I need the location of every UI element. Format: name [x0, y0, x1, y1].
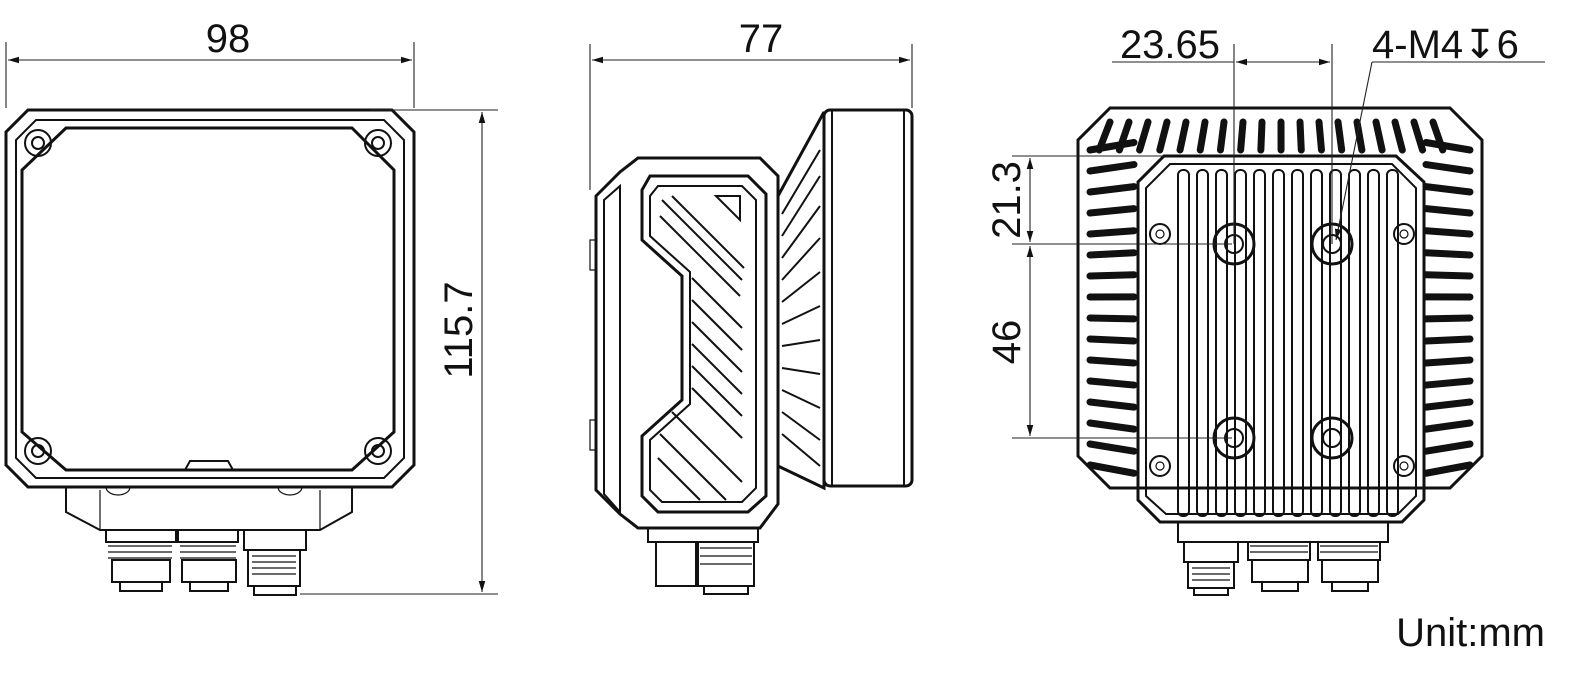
radial-fin-inner [1424, 463, 1472, 476]
radial-fin-inner [1088, 379, 1136, 388]
radial-fin-inner [1218, 120, 1226, 152]
radial-fin-inner [1088, 400, 1136, 410]
front-connector-2 [177, 529, 239, 592]
vertical-spacing-label: 46 [985, 320, 1029, 365]
radial-fin-inner [1424, 162, 1472, 173]
hole-spacing-label: 23.65 [1120, 23, 1220, 67]
radial-fin-inner [1097, 120, 1112, 152]
radial-fin-inner [1088, 140, 1136, 152]
radial-fin-inner [1393, 120, 1405, 152]
radial-fin-inner [1088, 337, 1136, 343]
plate-fin [1310, 169, 1323, 517]
plate-fin [1386, 169, 1399, 517]
unit-label: Unit:mm [1396, 611, 1545, 655]
radial-fin-inner [1088, 358, 1136, 365]
radial-fin-inner [1157, 120, 1169, 152]
side-view: 77 [589, 17, 914, 595]
radial-fin-inner [1355, 120, 1364, 152]
front-connector-3 [243, 529, 307, 596]
radial-fin-inner [1088, 463, 1136, 476]
radial-fin-inner [1374, 120, 1385, 152]
front-screw-bottom-right [364, 437, 392, 465]
plate-fin [1215, 169, 1228, 517]
front-screw-bottom-left [24, 437, 52, 465]
radial-fin-inner [1424, 250, 1472, 257]
radial-fin-inner [1088, 272, 1136, 278]
radial-fin-inner [1424, 184, 1472, 194]
front-screw-top-left [24, 129, 52, 157]
thread-callout-label: 4-M4↧6 [1372, 23, 1519, 67]
radial-fin-inner [1258, 120, 1264, 152]
radial-fin-inner [1424, 206, 1472, 215]
radial-fin-inner [1238, 120, 1245, 152]
back-connector-3 [1317, 541, 1381, 592]
plate-fin [1348, 169, 1361, 517]
radial-fin-inner [1088, 442, 1136, 454]
radial-fin-inner [1088, 316, 1136, 321]
radial-fin-inner [1336, 120, 1344, 152]
back-view: 23.65 4-M4↧6 21.3 46 [985, 23, 1545, 596]
radial-fin-inner [1088, 206, 1136, 215]
radial-fin-inner [1424, 140, 1472, 152]
side-heatsink-fins [781, 149, 821, 467]
radial-fin-inner [1424, 228, 1472, 236]
plate-fin [1272, 169, 1285, 517]
front-screw-top-right [364, 129, 392, 157]
radial-fin-inner [1088, 228, 1136, 236]
radial-fin-inner [1088, 421, 1136, 432]
radial-fin-inner [1424, 379, 1472, 388]
front-view: 98 115.7 [4, 17, 498, 596]
back-connector-2 [1247, 541, 1311, 592]
front-height-label: 115.7 [437, 281, 481, 378]
plate-fin [1291, 169, 1304, 517]
radial-fin-inner [1088, 184, 1136, 194]
radial-fin-inner [1088, 162, 1136, 173]
front-width-label: 98 [206, 17, 251, 61]
radial-fin-inner [1424, 272, 1472, 278]
radial-fin-inner [1424, 358, 1472, 365]
radial-fin-inner [1412, 120, 1425, 152]
plate-fin [1196, 169, 1209, 517]
radial-fin-inner [1298, 120, 1304, 152]
mount-hole-bottom-right [1310, 416, 1354, 460]
plate-fin [1234, 169, 1247, 517]
plate-fin [1253, 169, 1266, 517]
side-grille-slots [657, 195, 745, 501]
radial-fin-inner [1088, 250, 1136, 257]
radial-fin-inner [1424, 421, 1472, 432]
radial-fin-inner [1137, 120, 1150, 152]
radial-fin-inner [1424, 442, 1472, 454]
radial-fin-inner [1424, 337, 1472, 343]
back-radial-fins [1086, 118, 1474, 477]
plate-fin [1177, 169, 1190, 517]
front-connector-1 [105, 529, 177, 592]
back-plate-fins [1177, 169, 1399, 517]
plate-fin [1367, 169, 1380, 517]
side-width-label: 77 [739, 17, 784, 61]
radial-fin-inner [1317, 120, 1324, 152]
radial-fin-inner [1424, 316, 1472, 321]
radial-fin-inner [1198, 120, 1207, 152]
back-connector-1 [1183, 541, 1239, 596]
plate-fin [1329, 169, 1342, 517]
radial-fin-inner [1424, 400, 1472, 410]
radial-fin-inner [1178, 120, 1188, 152]
offset-label: 21.3 [985, 161, 1029, 239]
